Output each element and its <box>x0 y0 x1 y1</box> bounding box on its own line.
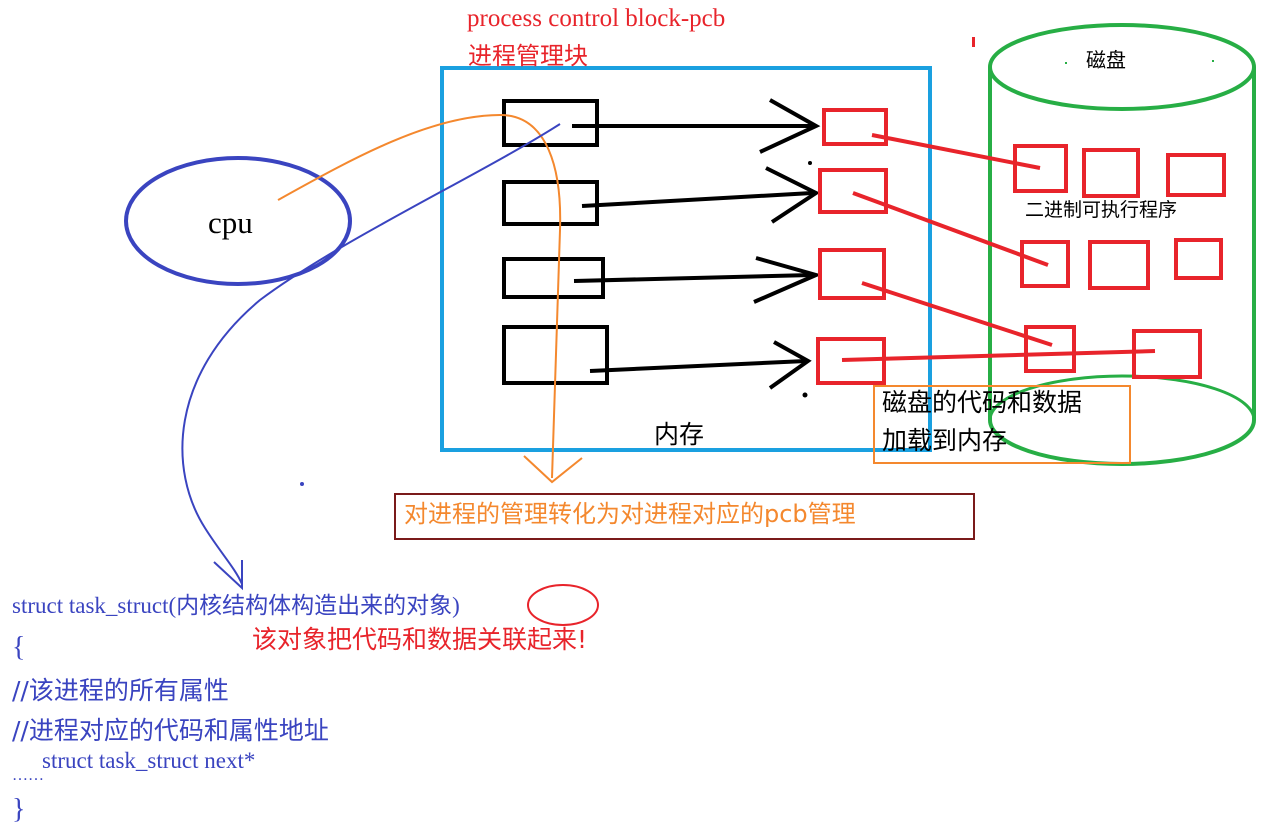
code-brace-open: { <box>12 632 26 663</box>
pcb-box-3 <box>502 257 605 299</box>
code-brace-close: } <box>12 794 26 825</box>
pcb-title-en: process control block-pcb <box>467 5 726 32</box>
disk-label: 磁盘 <box>1086 48 1126 72</box>
pcb-arrows <box>572 98 822 390</box>
memory-region <box>440 66 932 452</box>
conversion-label: 对进程的管理转化为对进程对应的pcb管理 <box>404 500 856 528</box>
binary-exec-label: 二进制可执行程序 <box>1025 199 1178 221</box>
load-note-box <box>873 385 1131 464</box>
pcb-box-1 <box>502 99 599 147</box>
code-annotation: 该对象把代码和数据关联起来! <box>252 625 588 654</box>
code-comment-1: //该进程的所有属性 <box>12 676 229 705</box>
code-line-1-suffix: ) <box>452 593 460 618</box>
stray-marks <box>300 37 1214 486</box>
code-line-1-circled: 对象 <box>406 593 453 618</box>
code-line-1-prefix: struct task_struct(内核结构体构造出来的 <box>12 593 407 618</box>
pcb-to-struct-curve <box>181 123 561 591</box>
load-note-line2: 加载到内存 <box>882 426 1008 455</box>
load-lines <box>841 133 1156 362</box>
cpu-ellipse <box>124 156 352 286</box>
cpu-to-pcb-curve <box>277 113 583 484</box>
pcb-title-cn: 进程管理块 <box>468 42 588 70</box>
memory-label: 内存 <box>654 420 705 449</box>
disk-code-blocks <box>1013 144 1226 379</box>
pcb-box-2 <box>502 180 599 226</box>
code-comment-2: //进程对应的代码和属性地址 <box>12 716 329 745</box>
code-ellipsis: …… <box>12 767 44 784</box>
load-note-line1: 磁盘的代码和数据 <box>882 388 1083 417</box>
memory-code-blocks <box>816 108 888 385</box>
code-next: struct task_struct next* <box>42 748 256 773</box>
conversion-box <box>394 493 975 540</box>
code-line-1: struct task_struct(内核结构体构造出来的对象) <box>12 594 460 617</box>
object-circle <box>527 584 599 626</box>
cpu-label: cpu <box>208 205 253 240</box>
